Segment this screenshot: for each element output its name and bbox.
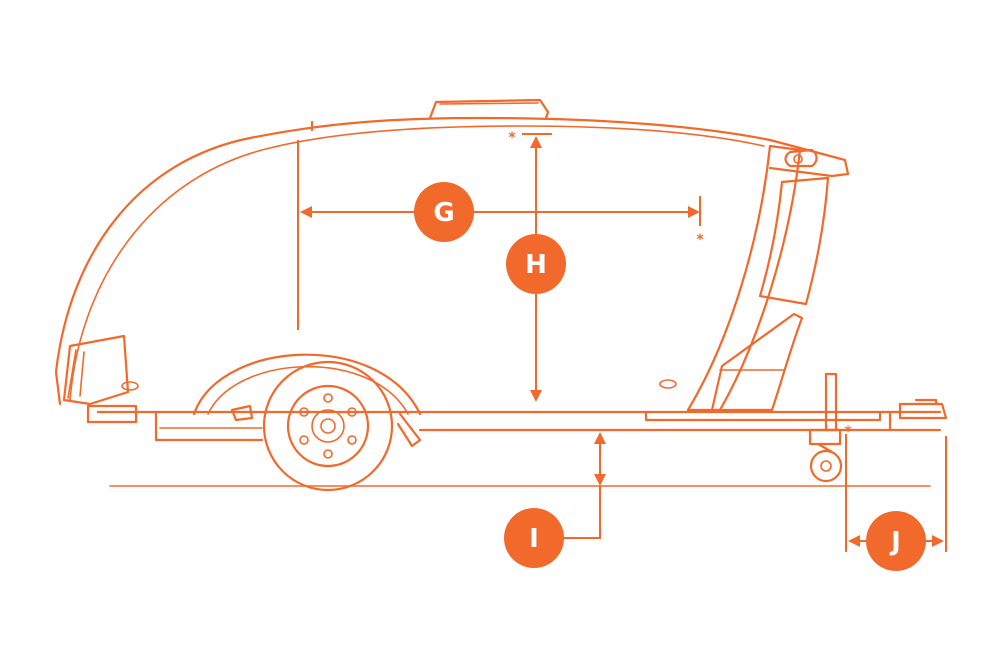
rear-bumper-bracket	[86, 404, 138, 424]
dimension-label-i: I	[529, 524, 539, 554]
side-vent-rear	[121, 381, 139, 391]
dimension-label-g: G	[433, 198, 454, 228]
dimension-label-j: J	[889, 527, 901, 557]
wheel-lug-nuts	[299, 393, 357, 459]
front-marker-light	[784, 148, 818, 168]
fender-light	[230, 404, 254, 422]
dimension-badge-j: J	[866, 511, 926, 571]
chassis-frame	[96, 410, 942, 442]
hitch-coupler	[898, 398, 948, 420]
asterisk-g: *	[696, 232, 704, 248]
roof-vent	[428, 98, 550, 120]
tongue-jack	[808, 372, 843, 483]
dimension-label-h: H	[525, 250, 547, 280]
side-vent-front	[659, 379, 677, 389]
dimension-i-leader	[560, 486, 601, 539]
asterisk-j: *	[844, 424, 852, 440]
trailer-body	[54, 98, 948, 492]
front-window	[758, 176, 830, 306]
dimension-badge-g: G	[414, 182, 474, 242]
asterisk-h: *	[508, 130, 516, 146]
body-shell-outline	[54, 116, 850, 406]
dimension-badge-h: H	[506, 234, 566, 294]
dimension-badge-i: I	[504, 508, 564, 568]
wheel	[262, 360, 394, 492]
rear-tail-light	[62, 334, 130, 406]
front-lower-panel	[710, 312, 804, 412]
body-shell-inner	[69, 125, 765, 401]
